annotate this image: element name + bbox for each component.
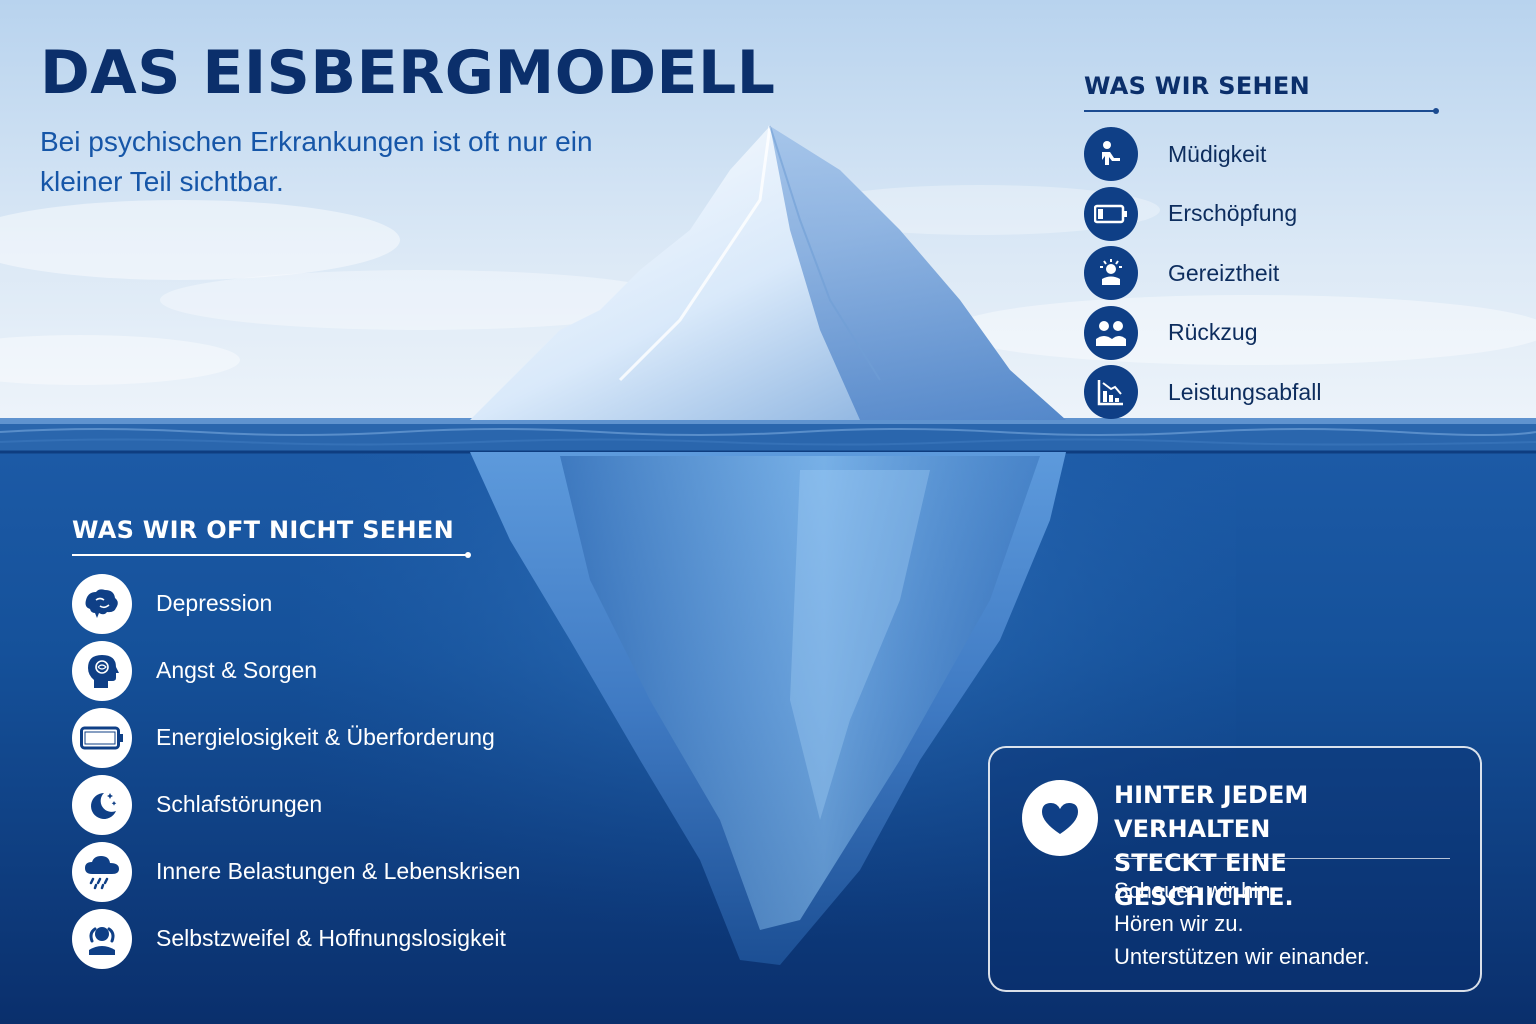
page-subtitle: Bei psychischen Erkrankungen ist oft nur… (40, 126, 593, 197)
seen-item-gereiztheit: Gereiztheit (1084, 243, 1436, 303)
seen-panel-rule (1084, 108, 1439, 114)
hidden-item-label: Selbstzweifel & Hoffnungslosigkeit (156, 925, 506, 951)
message-lines: Schauen wir hin. Hören wir zu. Unterstüt… (1114, 874, 1370, 973)
low-battery-icon (1084, 186, 1138, 241)
hidden-item-label: Innere Belastungen & Lebenskrisen (156, 858, 521, 884)
despair-person-icon (72, 908, 132, 969)
hidden-item-angst: Angst & Sorgen (72, 637, 468, 704)
seen-item-label: Erschöpfung (1168, 200, 1298, 226)
hidden-item-depression: Depression (72, 570, 468, 637)
hidden-panel-rule (72, 552, 471, 558)
message-divider (1114, 858, 1450, 859)
seen-item-erschoepfung: Erschöpfung (1084, 184, 1436, 244)
brain-icon (72, 573, 132, 634)
seen-item-label: Leistungsabfall (1168, 378, 1322, 405)
message-line: Unterstützen wir einander. (1114, 944, 1370, 969)
seen-item-label: Rückzug (1168, 319, 1258, 345)
seen-item-label: Müdigkeit (1168, 140, 1267, 167)
seen-item-rueckzug: Rückzug (1084, 303, 1436, 363)
seen-item-muedigkeit: Müdigkeit (1084, 124, 1436, 184)
message-headline-line1: HINTER JEDEM VERHALTEN (1114, 781, 1309, 843)
hidden-item-energielosigkeit: Energielosigkeit & Überforderung (72, 704, 495, 771)
seen-panel-title: WAS WIR SEHEN (1084, 72, 1310, 100)
message-line: Hören wir zu. (1114, 911, 1244, 936)
moon-stars-icon (72, 774, 132, 835)
page-title: DAS EISBERGMODELL (40, 38, 776, 108)
heart-icon (1022, 780, 1098, 856)
hidden-item-label: Schlafstörungen (156, 791, 323, 817)
message-headline-line2: STECKT EINE GESCHICHTE. (1114, 849, 1294, 911)
declining-chart-icon (1084, 365, 1138, 419)
hidden-panel-title: WAS WIR OFT NICHT SEHEN (72, 516, 454, 544)
empty-battery-icon (72, 707, 132, 768)
hidden-panel: WAS WIR OFT NICHT SEHEN Depression Angst… (72, 516, 520, 972)
hidden-item-schlafstoerungen: Schlafstörungen (72, 771, 468, 838)
message-line: Schauen wir hin. (1114, 878, 1277, 903)
message-headline: HINTER JEDEM VERHALTEN STECKT EINE GESCH… (1114, 778, 1464, 914)
tired-person-icon (1084, 127, 1138, 181)
hidden-item-belastungen: Innere Belastungen & Lebenskrisen (72, 838, 520, 905)
withdrawn-people-icon (1084, 305, 1138, 360)
rain-cloud-icon (72, 841, 132, 902)
seen-item-label: Gereiztheit (1168, 259, 1280, 286)
anxious-head-icon (72, 640, 132, 701)
hidden-item-label: Depression (156, 590, 273, 616)
seen-panel: WAS WIR SEHEN Müdigkeit Erschöpfung Gere… (1084, 72, 1439, 422)
seen-item-leistungsabfall: Leistungsabfall (1084, 362, 1436, 422)
hidden-item-label: Angst & Sorgen (156, 657, 318, 683)
hidden-item-label: Energielosigkeit & Überforderung (156, 724, 495, 750)
hidden-item-selbstzweifel: Selbstzweifel & Hoffnungslosigkeit (72, 905, 506, 972)
message-box: HINTER JEDEM VERHALTEN STECKT EINE GESCH… (988, 746, 1482, 992)
irritated-person-icon (1084, 246, 1138, 300)
